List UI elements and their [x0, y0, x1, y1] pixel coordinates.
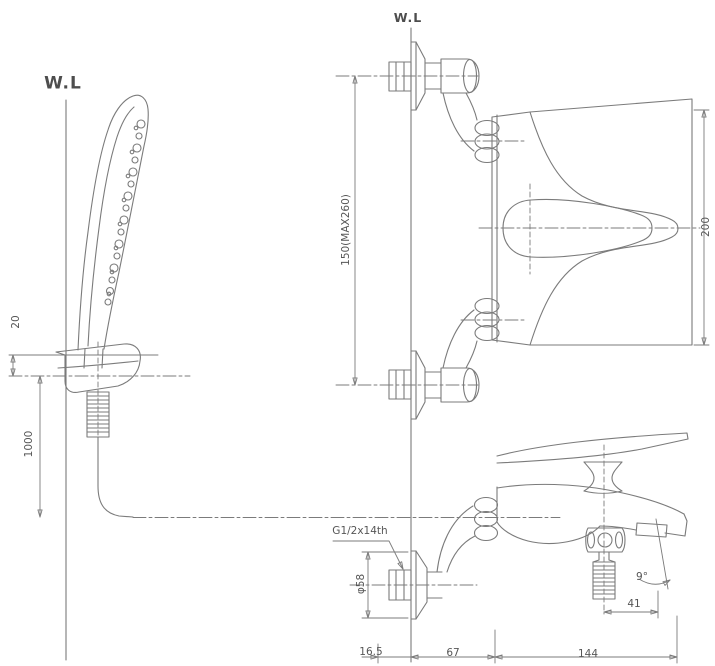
- shower-holder: [55, 343, 141, 393]
- front-view-body: [478, 98, 701, 346]
- eccentric-union-bottom: [335, 297, 525, 420]
- side-view-handle-base: [583, 461, 623, 494]
- angle-label: 9°: [636, 570, 648, 583]
- dim-label-16-5: 16.5: [359, 645, 383, 658]
- dim-phi58: [361, 552, 409, 618]
- dim-41: [604, 590, 658, 619]
- spray-face-texture: [104, 119, 146, 306]
- dim-label-41: 41: [627, 597, 641, 610]
- waterline-label-left: W.L: [44, 73, 82, 94]
- dim-200: [693, 110, 710, 345]
- dim-label-150: 150(MAX260): [339, 194, 352, 266]
- dim-bottom-chain: [361, 615, 677, 664]
- shower-hose: [86, 341, 561, 518]
- hand-shower-wand: [77, 94, 149, 351]
- dim-label-67: 67: [446, 646, 460, 659]
- thread-spec-label: G1/2x14th: [332, 524, 388, 537]
- dim-label-200: 200: [699, 216, 712, 238]
- side-view-union: [349, 496, 499, 620]
- side-view-shower-outlet: [585, 444, 626, 615]
- spout-angle: [638, 518, 670, 590]
- dim-label-diameter: φ58: [354, 573, 367, 595]
- eccentric-union-top: [335, 41, 525, 164]
- thread-callout-leader: [332, 540, 403, 569]
- dim-label-144: 144: [577, 647, 599, 660]
- waterline-label-center: W.L: [393, 9, 423, 25]
- dim-label-20: 20: [9, 315, 22, 329]
- side-view-lever: [496, 432, 689, 464]
- dim-20: [8, 355, 191, 376]
- dim-label-1000: 1000: [22, 430, 35, 458]
